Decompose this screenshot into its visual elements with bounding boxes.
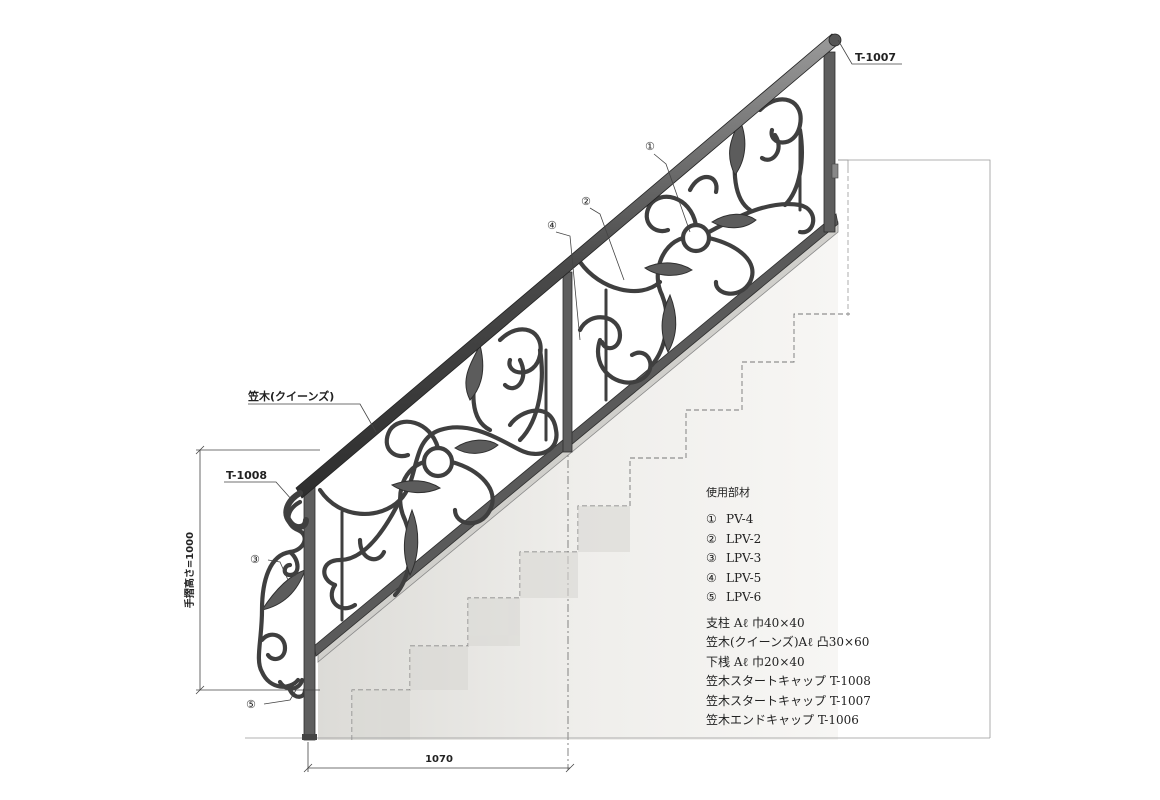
parts-list-title: 使用部材 — [706, 486, 750, 499]
step-shadows — [352, 506, 630, 740]
width-dimension — [303, 742, 575, 773]
handrail-name-label: 笠木(クイーンズ) — [247, 389, 334, 403]
height-dimension-label: 手摺高さ=1000 — [183, 532, 196, 608]
width-dimension-label: 1070 — [425, 754, 453, 765]
svg-text:①: ① — [645, 140, 655, 153]
ornamental-infill — [260, 97, 816, 622]
spec-end-cap-1006: 笠木エンドキャップ T-1006 — [706, 713, 859, 727]
svg-text:②: ② — [581, 195, 591, 208]
rail-top-code-label: T-1007 — [855, 51, 896, 64]
callout-4: ④ — [547, 219, 557, 232]
spec-handrail: 笠木(クイーンズ)Aℓ 凸30×60 — [706, 635, 870, 649]
svg-text:③: ③ — [250, 553, 260, 566]
height-dimension — [195, 445, 320, 695]
callout-markers: ① ② ③ ④ ⑤ — [246, 140, 655, 711]
svg-text:⑤: ⑤ — [246, 698, 256, 711]
spec-start-cap-1008: 笠木スタートキャップ T-1008 — [706, 674, 871, 688]
end-post — [823, 51, 836, 233]
callout-1: ① — [645, 140, 655, 153]
annotations — [224, 39, 902, 705]
svg-text:④: ④ — [547, 219, 557, 232]
spec-bottom-rail: 下桟 Aℓ 巾20×40 — [706, 654, 805, 669]
acanthus-leaves — [260, 118, 757, 611]
callout-2: ② — [581, 195, 591, 208]
spec-post: 支柱 Aℓ 巾40×40 — [706, 615, 805, 630]
spec-start-cap-1007: 笠木スタートキャップ T-1007 — [706, 693, 871, 708]
floor-outline — [245, 159, 991, 739]
middle-post — [562, 271, 573, 453]
handrail — [283, 33, 842, 530]
callout-5: ⑤ — [246, 698, 256, 711]
callout-3: ③ — [250, 553, 260, 566]
rail-start-code-label: T-1008 — [226, 469, 267, 482]
